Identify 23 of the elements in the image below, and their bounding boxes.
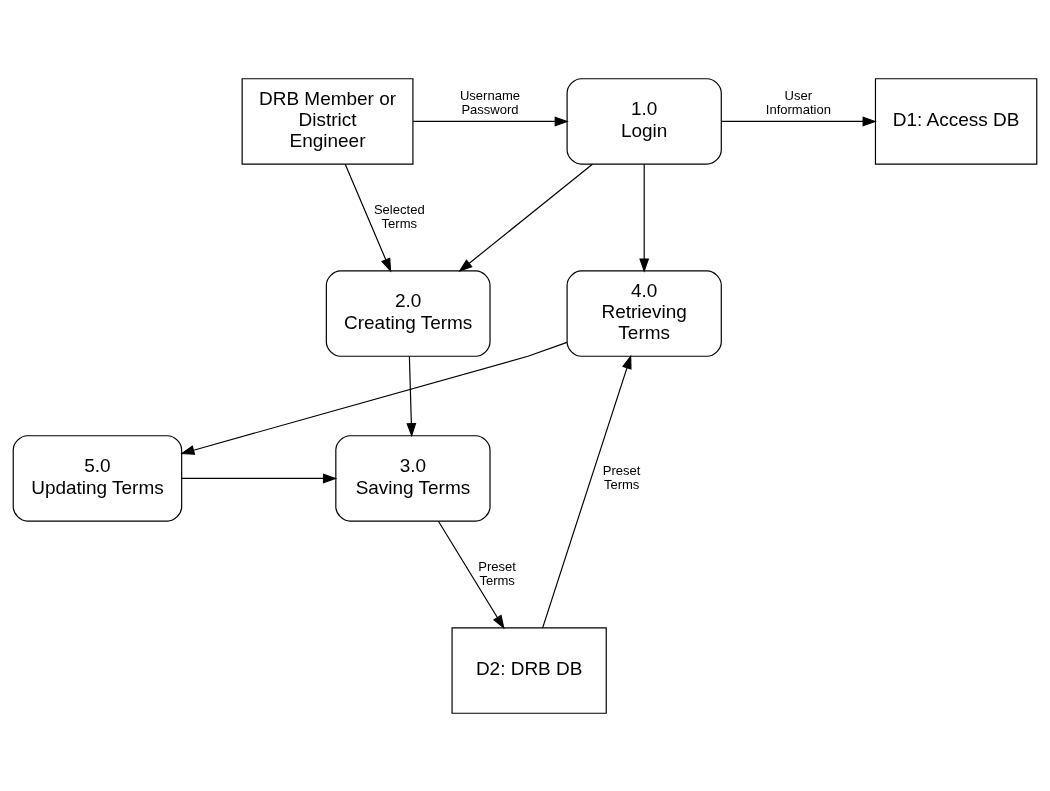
node-box: 2.0 Creating Terms	[325, 269, 491, 357]
arrow	[458, 163, 593, 272]
arrow	[542, 354, 632, 628]
node-box: 3.0 Saving Terms	[335, 434, 491, 522]
node-box: DRB Member or District Engineer	[241, 77, 414, 165]
edge-label: Selected Terms	[373, 201, 425, 231]
node-box: D1: Access DB	[874, 77, 1038, 165]
node-box: 1.0 Login	[566, 77, 722, 165]
edge-label: Username Password	[459, 87, 521, 117]
node-box: D2: DRB DB	[451, 626, 607, 714]
arrow	[720, 115, 877, 126]
arrow	[180, 341, 568, 455]
arrow	[406, 355, 417, 437]
arrow	[412, 115, 569, 126]
edge-label: User Information	[765, 87, 831, 117]
node-box: 5.0 Updating Terms	[12, 434, 183, 522]
edge-label: Preset Terms	[602, 462, 641, 492]
edge-label: Preset Terms	[478, 558, 516, 588]
arrow	[639, 163, 650, 273]
node-box: 4.0 Retrieving Terms	[566, 269, 722, 357]
arrow	[181, 472, 338, 483]
arrow	[437, 520, 505, 629]
arrow	[344, 163, 392, 272]
